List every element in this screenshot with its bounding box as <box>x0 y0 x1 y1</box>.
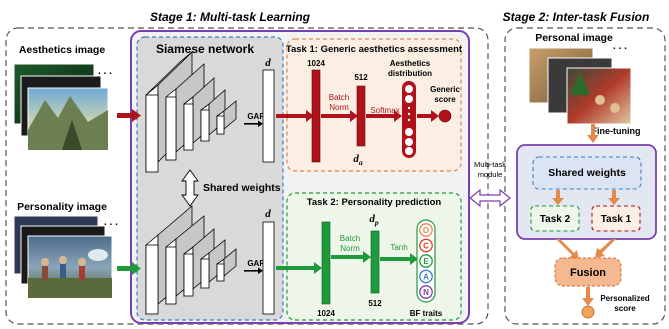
personal-image-label: Personal image <box>535 32 613 44</box>
aesthetics-distribution-column <box>402 81 416 158</box>
task2-title: Task 2: Personality prediction <box>307 197 442 208</box>
trait-letter-e: E <box>423 257 429 266</box>
personal-image-stack <box>528 47 632 125</box>
task2-bn-arrow <box>331 251 371 263</box>
fine-tuning-label: Fine-tuning <box>592 126 641 136</box>
bf-traits-label: BF traits <box>410 309 443 318</box>
personalized-score-line2: score <box>614 304 636 313</box>
shared-weights-label: Shared weights <box>203 182 281 194</box>
personality-stack-dots: . . . <box>104 217 118 228</box>
shared-weights-arrow <box>181 169 199 207</box>
cnn-blocks-upper <box>145 51 237 173</box>
task1-to-fusion-arrow <box>595 239 616 258</box>
task1-batch-norm-line1: Batch <box>329 93 349 102</box>
aesthetics-image-stack <box>13 63 109 151</box>
generic-score-line2: score <box>434 95 456 104</box>
personalized-score-node <box>581 305 595 319</box>
trait-circle-e <box>419 254 433 268</box>
stage2-shared-weights-label: Shared weights <box>548 167 626 179</box>
task2-batch-norm-line2: Norm <box>340 244 360 253</box>
trait-letter-c: C <box>423 242 429 251</box>
feature-vector-lower <box>262 221 275 315</box>
fusion-label: Fusion <box>570 267 606 279</box>
task2-tanh-arrow <box>380 253 418 265</box>
module-label-line1: Multi-task <box>474 160 506 169</box>
siamese-network-title: Siamese network <box>156 42 254 56</box>
feature-vector-upper <box>262 69 275 163</box>
task1-fc-512 <box>356 85 366 147</box>
gap-arrow-lower <box>244 267 263 274</box>
aesthetics-distribution-line2: distribution <box>388 69 432 78</box>
personality-image-stack <box>13 215 113 299</box>
generic-score-line1: Generic <box>430 85 460 94</box>
fine-tuning-arrow <box>587 124 599 143</box>
stage2-task2-label: Task 2 <box>540 214 571 225</box>
shared-to-task2-arrow <box>552 190 564 205</box>
stage2-shared-weights-box <box>532 156 642 190</box>
trait-letter-n: N <box>423 288 429 297</box>
trait-circle-o <box>419 223 433 237</box>
task1-panel <box>286 38 462 172</box>
cnn-blocks-lower <box>145 205 237 315</box>
task1-softmax-label: Softmax <box>370 106 399 115</box>
trait-circle-n <box>419 285 433 299</box>
gap-arrow-upper <box>244 120 263 127</box>
task2-dp-label: dp <box>369 213 379 227</box>
aesthetics-image-label: Aesthetics image <box>19 44 106 56</box>
task2-tanh-label: Tanh <box>390 243 407 252</box>
task2-input-arrow <box>276 262 322 274</box>
generic-score-node <box>438 109 452 123</box>
shared-to-task1-arrow <box>608 190 620 205</box>
trait-circle-a <box>419 269 433 284</box>
gap-label-upper: GAP <box>247 112 265 121</box>
task2-to-fusion-arrow <box>556 239 579 260</box>
personalized-score-line1: Personalized <box>600 294 649 303</box>
aesthetics-stack-dots: . . . <box>98 66 112 77</box>
task2-dim-512: 512 <box>368 299 382 308</box>
stage1-title: Stage 1: Multi-task Learning <box>150 10 311 24</box>
fusion-to-score-arrow <box>582 287 594 306</box>
trait-circle-c <box>419 238 433 253</box>
task1-title: Task 1: Generic aesthetics assessment <box>286 44 463 55</box>
d-label-lower: d <box>265 208 271 220</box>
d-label-upper: d <box>265 57 271 69</box>
task2-dim-1024: 1024 <box>317 309 335 318</box>
task1-fc-1024 <box>311 69 321 163</box>
task1-da-label: da <box>353 153 363 167</box>
trait-letter-o: O <box>423 226 429 235</box>
fusion-box <box>554 257 622 287</box>
task1-batch-norm-line2: Norm <box>329 103 349 112</box>
personality-input-arrow <box>117 262 141 275</box>
stage2-frame <box>504 27 666 325</box>
task1-dim-1024: 1024 <box>307 59 325 68</box>
trait-letter-a: A <box>423 273 429 282</box>
task1-bn-arrow <box>321 110 358 122</box>
task1-input-arrow <box>276 110 314 122</box>
stage1-frame <box>5 27 489 325</box>
task1-softmax-arrow <box>366 110 402 122</box>
personal-stack-dots: . . . <box>613 41 627 52</box>
task2-batch-norm-line1: Batch <box>340 234 360 243</box>
aesthetics-distribution-line1: Aesthetics <box>390 59 431 68</box>
module-label-line2: module <box>478 170 503 179</box>
task1-dim-512: 512 <box>354 73 368 82</box>
personality-image-label: Personality image <box>17 201 107 213</box>
stage2-title: Stage 2: Inter-task Fusion <box>503 10 650 24</box>
stage2-task1-label: Task 1 <box>601 214 632 225</box>
task1-score-arrow <box>417 110 439 122</box>
task2-fc-1024 <box>321 221 331 305</box>
aesthetics-input-arrow <box>117 109 141 122</box>
gap-label-lower: GAP <box>247 259 265 268</box>
stage2-task1-box <box>591 205 641 232</box>
task2-fc-512 <box>370 230 380 294</box>
stage2-task2-box <box>530 205 580 232</box>
module-bidirectional-arrow <box>469 188 511 208</box>
